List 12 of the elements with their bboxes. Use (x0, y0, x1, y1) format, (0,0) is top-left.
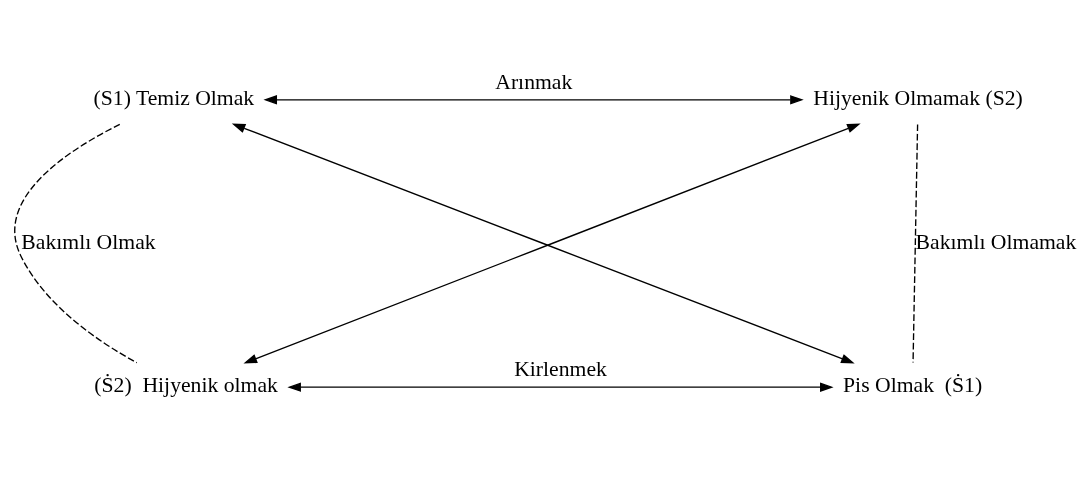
connector (14, 123, 138, 364)
edge-label: Kirlenmek (514, 357, 607, 382)
edge-label: Arınmak (495, 69, 573, 94)
node-text: Pis Olmak (Ṡ1) (843, 373, 983, 398)
edge-label: Bakımlı Olmak (21, 229, 156, 254)
node-text: (Ṡ2) Hijyenik olmak (94, 373, 278, 398)
node-text: Hijyenik Olmamak (S2) (813, 85, 1023, 110)
edge-label: Bakımlı Olmamak (915, 229, 1077, 254)
arrow (263, 95, 804, 105)
node-text: (S1) Temiz Olmak (93, 85, 255, 110)
arrow (287, 382, 834, 392)
connector (912, 123, 919, 364)
